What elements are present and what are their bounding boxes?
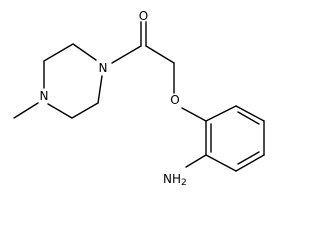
atom-label-amine: NH2 [163, 172, 187, 188]
bond-c6-n1 [97, 75, 103, 104]
molecule-svg: O N N O NH2 [13, 9, 265, 188]
bond-carbonyl-ch2 [145, 45, 175, 64]
bonds [13, 21, 265, 172]
bond-oether-aryl [181, 107, 207, 122]
amine-main-text: NH [163, 172, 181, 186]
atom-label-ether-oxygen: O [170, 93, 179, 107]
bond-carbonyl-n1 [111, 45, 142, 64]
bond-ring-1 [205, 105, 237, 122]
atom-label-piperazine-n1: N [99, 61, 108, 75]
bond-ring-2 [235, 105, 265, 122]
bond-n1-c2 [72, 43, 97, 61]
atom-label-carbonyl-oxygen: O [139, 9, 148, 23]
bond-ring-inner-1 [237, 111, 260, 125]
bond-ring-4 [235, 154, 265, 172]
bond-ring-5 [205, 154, 237, 172]
bond-c5-c6 [71, 102, 99, 119]
structure-diagram: O N N O NH2 [13, 9, 265, 188]
bond-ring-inner-2 [237, 151, 260, 165]
bond-c2-c3 [43, 43, 74, 62]
bond-aryl-nh2 [185, 154, 207, 168]
amine-subscript: 2 [181, 178, 187, 188]
bond-n4-methyl [13, 102, 39, 119]
atom-label-piperazine-n4: N [40, 89, 49, 103]
bond-n4-c5 [47, 103, 73, 119]
atom-labels: O N N O NH2 [40, 9, 187, 188]
